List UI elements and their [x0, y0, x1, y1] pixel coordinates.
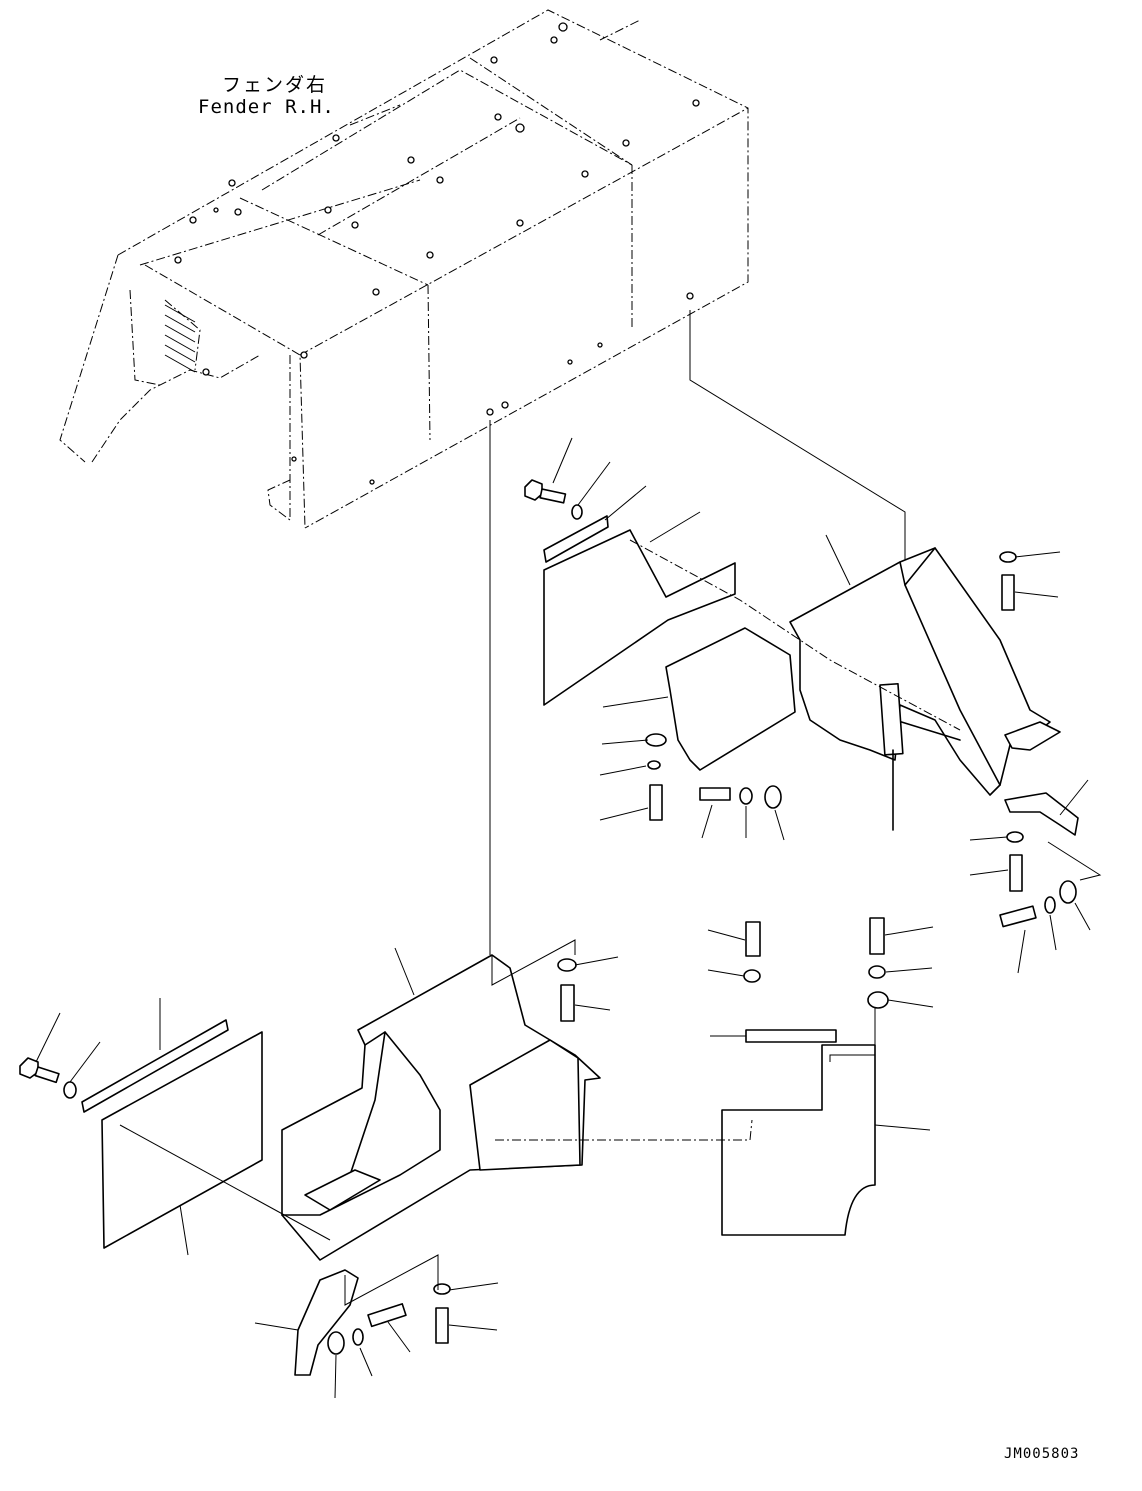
retainer-plate: [745, 1029, 837, 1043]
mud-flap-lower: [101, 1031, 263, 1249]
lower-stay: [294, 1269, 359, 1376]
fender-bracket-upper: [789, 547, 1061, 831]
fender-bracket-lower: [281, 954, 601, 1261]
reference-line: [689, 310, 906, 560]
lower-mud-flap-group: [19, 917, 934, 1399]
fastener-set: [645, 551, 1077, 928]
mud-flap-upper: [543, 529, 736, 706]
assembly-title-english: Fender R.H.: [198, 96, 335, 118]
fastener-set: [743, 917, 889, 1009]
retainer-plate: [81, 1019, 229, 1113]
retainer-plate: [543, 515, 609, 563]
upper-mud-flap-group: [524, 437, 1102, 974]
washer: [63, 1081, 77, 1099]
washer: [571, 504, 583, 520]
fender-rh-phantom: [59, 9, 749, 529]
side-bracket: [1004, 792, 1079, 836]
leader-lines: [35, 926, 934, 1399]
leader-lines: [552, 437, 1091, 974]
cover-plate: [665, 627, 796, 771]
assembly-title-japanese: フェンダ右: [222, 74, 328, 96]
fastener-set: [327, 958, 577, 1355]
bolt: [524, 479, 567, 504]
mud-flap-side: [721, 1044, 876, 1236]
bolt: [19, 1057, 60, 1084]
drawing-number: JM005803: [1004, 1446, 1080, 1462]
